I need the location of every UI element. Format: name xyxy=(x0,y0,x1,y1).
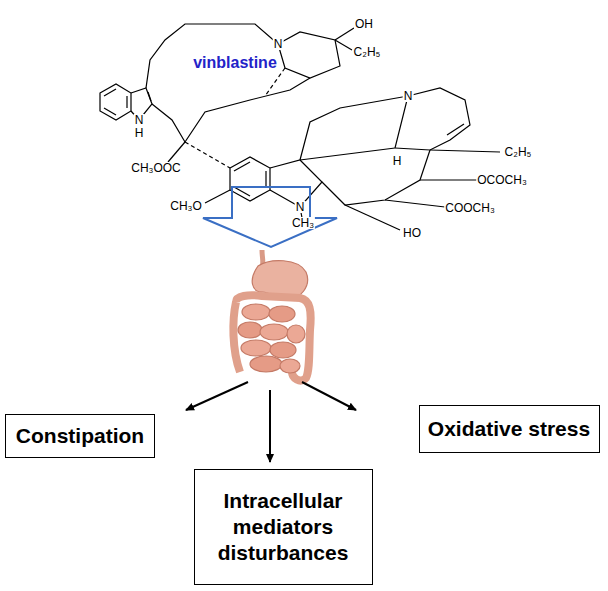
atom-label: N xyxy=(134,114,145,126)
atom-label: N xyxy=(403,90,414,102)
atom-label: CH₃OOC xyxy=(130,162,182,174)
atom-label: C₂H₅ xyxy=(504,146,533,158)
atom-label: CH₃ xyxy=(291,217,315,229)
atom-label: N xyxy=(295,201,306,213)
atom-label: OH xyxy=(354,18,374,30)
effect-box: Oxidative stress xyxy=(419,405,600,453)
block-arrow xyxy=(203,187,337,247)
effect-text: Intracellular mediators disturbances xyxy=(201,488,366,566)
arrow xyxy=(269,390,271,462)
atom-label: C₂H₅ xyxy=(353,46,382,58)
atom-label: HO xyxy=(402,227,422,239)
effect-box: Intracellular mediators disturbances xyxy=(194,469,373,585)
chemical-structure xyxy=(100,24,500,230)
arrow xyxy=(302,382,356,410)
atom-label: H xyxy=(134,127,145,139)
arrow xyxy=(186,382,248,410)
atom-label: COOCH₃ xyxy=(444,202,496,214)
effect-text: Oxidative stress xyxy=(428,416,590,442)
atom-label: H xyxy=(392,155,403,167)
molecule-name: vinblastine xyxy=(192,55,278,71)
digestive-tract xyxy=(233,250,310,380)
atom-label: CH₃O xyxy=(169,200,203,212)
effect-box: Constipation xyxy=(5,414,155,458)
effect-text: Constipation xyxy=(16,423,144,449)
atom-label: N xyxy=(273,38,284,50)
atom-label: OCOCH₃ xyxy=(476,174,528,186)
